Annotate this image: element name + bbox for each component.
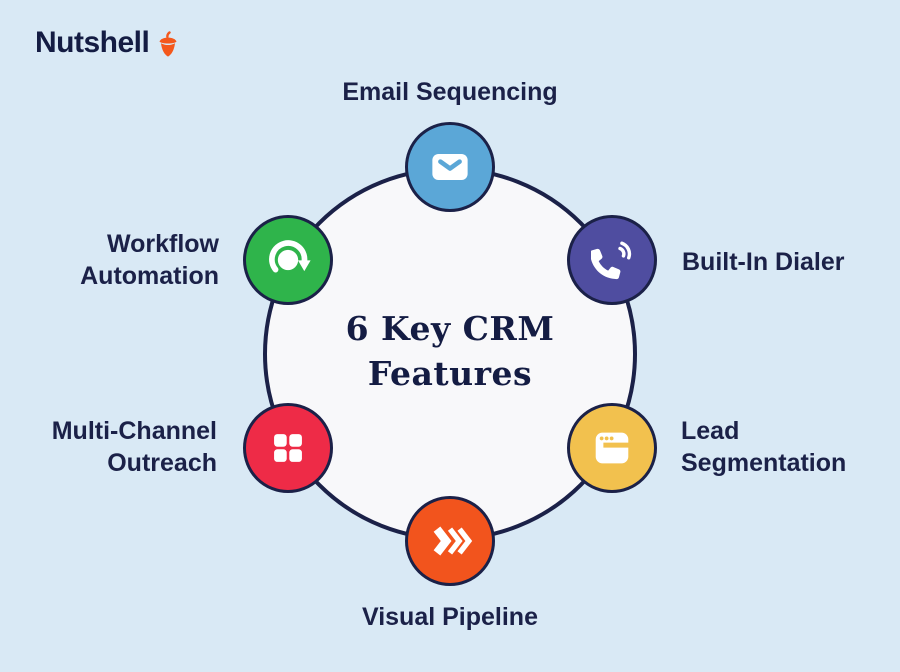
logo-text: Nutshell	[35, 26, 150, 59]
browser-window-icon	[589, 425, 635, 471]
feature-label-multi-channel-outreach: Multi-Channel Outreach	[51, 417, 217, 477]
feature-label-email-sequencing: Email Sequencing	[342, 78, 558, 106]
refresh-arrow-icon	[265, 237, 311, 283]
page-title: 6 Key CRM Features	[263, 306, 637, 396]
feature-node-multi-channel-outreach	[243, 403, 333, 493]
feature-node-lead-segmentation	[567, 403, 657, 493]
feature-label-built-in-dialer: Built-In Dialer	[682, 248, 845, 276]
nutshell-logo: Nutshell	[35, 26, 180, 60]
phone-icon	[591, 239, 633, 281]
envelope-icon	[427, 144, 473, 190]
grid-icon	[266, 426, 310, 470]
feature-label-workflow-automation: Workflow Automation	[80, 230, 219, 290]
page-title-line2: Features	[367, 354, 533, 393]
feature-node-email-sequencing	[405, 122, 495, 212]
acorn-icon	[156, 31, 180, 59]
triple-chevron-icon	[427, 518, 473, 564]
feature-label-lead-segmentation: Lead Segmentation	[681, 417, 847, 477]
main-circle	[263, 167, 637, 541]
feature-node-workflow-automation	[243, 215, 333, 305]
page-title-line1: 6 Key CRM	[345, 309, 555, 348]
feature-node-visual-pipeline	[405, 496, 495, 586]
feature-label-visual-pipeline: Visual Pipeline	[361, 603, 538, 631]
feature-node-built-in-dialer	[567, 215, 657, 305]
